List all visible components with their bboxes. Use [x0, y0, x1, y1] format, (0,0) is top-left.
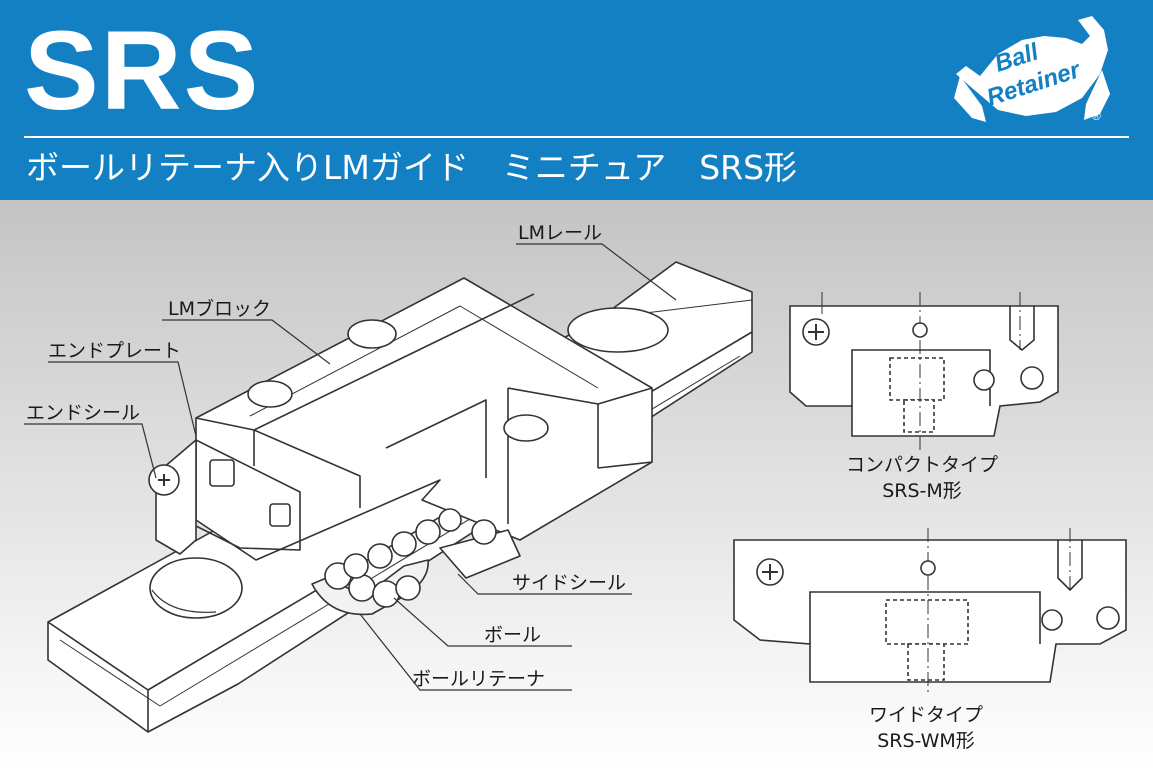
caption-wide-type: ワイドタイプ SRS-WM形	[842, 702, 1010, 754]
label-end-seal: エンドシール	[26, 402, 141, 424]
caption-wide-type-model: SRS-WM形	[877, 730, 975, 752]
block-mounting-hole	[247, 380, 293, 408]
label-ball-retainer: ボールリテーナ	[412, 668, 546, 690]
label-lm-block: LMブロック	[168, 298, 271, 320]
logo-hands-icon	[954, 16, 1110, 122]
label-end-plate: エンドプレート	[48, 340, 182, 362]
ball	[395, 575, 421, 601]
block-mounting-hole	[347, 319, 397, 349]
label-side-seal: サイドシール	[512, 572, 627, 594]
ball	[343, 553, 369, 579]
ball	[391, 531, 417, 557]
linear-guide-illustration	[24, 243, 1127, 733]
product-title: SRS	[24, 8, 261, 133]
block-mounting-hole	[503, 414, 549, 442]
side-screw	[471, 519, 497, 545]
label-lm-rail: LMレール	[518, 222, 602, 244]
end-plate-and-seal	[148, 439, 301, 555]
caption-compact-type-name: コンパクトタイプ	[845, 454, 998, 476]
registered-mark: ®	[1092, 109, 1101, 123]
ball	[438, 508, 462, 532]
header-divider	[24, 136, 1129, 138]
ball	[367, 543, 393, 569]
rail-mounting-hole	[567, 307, 669, 353]
caption-compact-type: コンパクトタイプ SRS-M形	[838, 452, 1006, 504]
caption-wide-type-name: ワイドタイプ	[868, 704, 983, 726]
ball	[348, 574, 376, 602]
caption-compact-type-model: SRS-M形	[882, 480, 962, 502]
ball-retainer-logo: Ball Retainer ®	[954, 16, 1110, 123]
ball	[372, 580, 400, 608]
ball-retainer	[311, 508, 462, 616]
header-banner: SRS ボールリテーナ入りLMガイド ミニチュア SRS形 Ball Retai…	[0, 0, 1153, 200]
figure-area: LMレール LMブロック エンドプレート エンドシール サイドシール ボール ボ…	[0, 200, 1153, 773]
label-ball: ボール	[484, 624, 542, 646]
lm-block	[195, 277, 653, 561]
wide-type-section	[733, 528, 1127, 696]
ball	[415, 519, 441, 545]
compact-type-section	[789, 292, 1059, 450]
rail-mounting-hole	[149, 557, 243, 619]
product-subtitle: ボールリテーナ入りLMガイド ミニチュア SRS形	[26, 148, 798, 187]
